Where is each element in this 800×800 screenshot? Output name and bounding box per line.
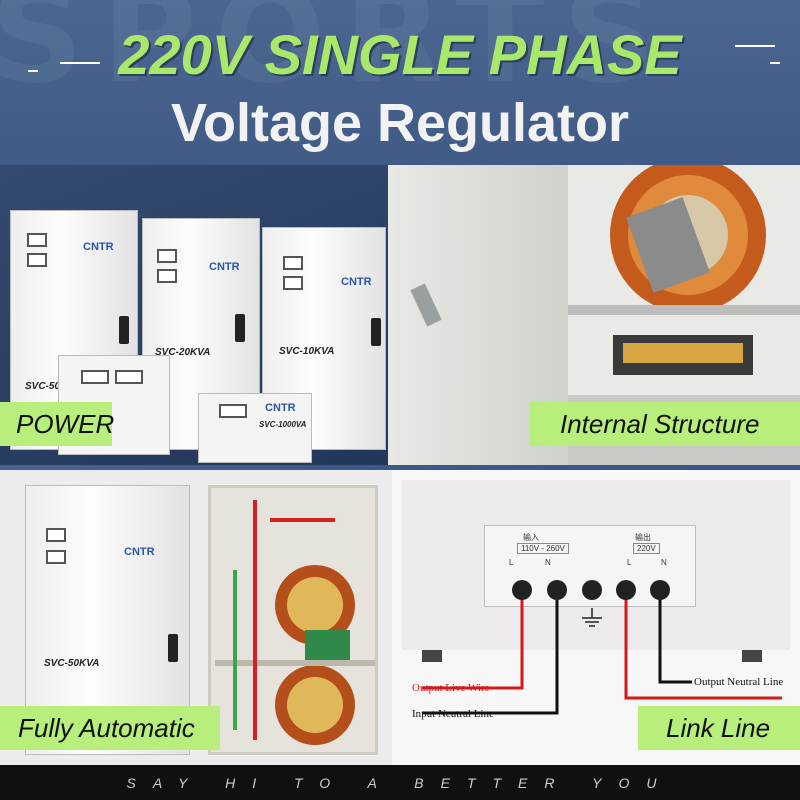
power-label: POWER [0, 402, 114, 446]
meter-icon [157, 249, 177, 263]
meter-icon [27, 253, 47, 267]
meter-icon [157, 269, 177, 283]
terminal-letter: N [545, 558, 551, 567]
power-panel: CNTR SVC-50KVA CNTR SVC-20KVA CNTR SVC-1… [0, 165, 400, 465]
cabinet-handle [119, 316, 129, 344]
wiring-diagram [422, 580, 782, 715]
input-neutral-wire [422, 600, 559, 715]
footer-slogan: SAY HI TO A BETTER YOU [126, 774, 674, 791]
link-line-label: Link Line [638, 706, 800, 750]
title-line-1: 220V SINGLE PHASE [118, 23, 682, 86]
cabinet-brand: CNTR [341, 276, 372, 288]
plate-input-range: 110V - 260V [517, 543, 569, 554]
small-unit-1000va: CNTR SVC-1000VA [198, 393, 312, 463]
cabinet-model: SVC-1000VA [259, 420, 307, 429]
meter-icon [81, 370, 109, 384]
fully-automatic-panel: CNTR SVC-50KVA Fully Automatic [0, 470, 395, 765]
fully-automatic-label: Fully Automatic [0, 706, 220, 750]
plate-output-label: 输出 [635, 533, 651, 542]
cabinet-model: SVC-20KVA [155, 347, 211, 358]
output-neutral-wire [658, 600, 692, 684]
cabinet-handle [235, 314, 245, 342]
dual-coil-illustration [215, 500, 375, 745]
cabinet-model: SVC-50KVA [44, 658, 100, 669]
plate-output-value: 220V [633, 543, 660, 554]
footer-banner: SAY HI TO A BETTER YOU [0, 765, 800, 800]
meter-icon [283, 256, 303, 270]
deco-dash-right [770, 62, 780, 64]
cabinet-model: SVC-10KVA [279, 346, 335, 357]
output-neutral-wire-label: Output Neutral Line [694, 676, 784, 688]
meter-icon [27, 233, 47, 247]
cabinet-brand: CNTR [265, 402, 296, 414]
cabinet-brand: CNTR [209, 261, 240, 273]
background-watermark-word: SPORTS [0, 0, 674, 112]
cabinet-model: SVC-50KVA [25, 381, 81, 392]
meter-icon [46, 550, 66, 564]
terminal-letter: N [661, 558, 667, 567]
control-board-icon [305, 630, 350, 660]
meter-icon [46, 528, 66, 542]
meter-icon [219, 404, 247, 418]
meter-icon [115, 370, 143, 384]
internal-structure-panel: Internal Structure [388, 165, 800, 465]
terminal-letter: L [509, 558, 514, 567]
cabinet-handle [371, 318, 381, 346]
input-neutral-wire-label: Input Neutral Line [412, 708, 494, 720]
output-live-wire [422, 600, 524, 690]
meter-icon [283, 276, 303, 290]
cabinet-brand: CNTR [124, 546, 155, 558]
ground-symbol-icon [582, 608, 602, 627]
terminal-letter: L [627, 558, 632, 567]
output-live-wire-label: Output Live Wire [412, 682, 490, 694]
cabinet-handle [168, 634, 178, 662]
input-live-wire [624, 600, 782, 700]
carbon-brush-icon [626, 197, 710, 293]
title-line-2: Voltage Regulator [170, 93, 630, 153]
header: SPORTS 220V SINGLE PHASE Voltage Regulat… [0, 0, 800, 165]
terminal-sockets [512, 580, 670, 600]
deco-line-right [735, 45, 775, 47]
deco-line-left [60, 62, 100, 64]
internal-structure-label: Internal Structure [530, 402, 800, 446]
plate-input-label: 输入 [523, 533, 539, 542]
deco-dash-left [28, 70, 38, 72]
link-line-panel: 输入 110V - 260V 输出 220V L N L N [392, 470, 800, 765]
cabinet-brand: CNTR [83, 241, 114, 253]
